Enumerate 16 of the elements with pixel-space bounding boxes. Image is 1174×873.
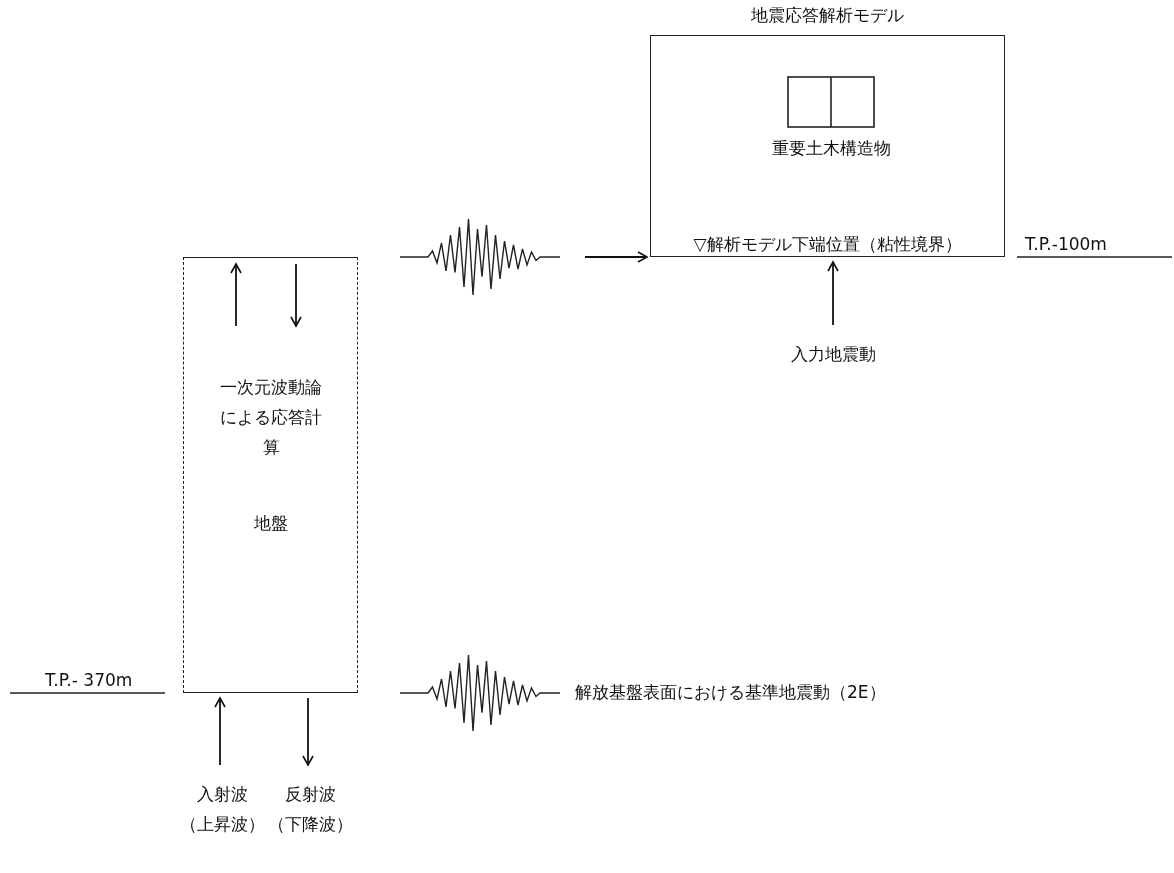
elevation-label: T.P.-100m	[1025, 234, 1107, 255]
model-title: 地震応答解析モデル	[750, 5, 905, 26]
arrow	[302, 697, 314, 766]
method-label: 一次元波動論による応答計算	[219, 376, 323, 459]
ground-column	[183, 257, 358, 693]
wave-label: 解放基盤表面における基準地震動（2E）	[575, 682, 886, 703]
input-motion-label: 入力地震動	[783, 340, 883, 370]
wave-type-label: 反射波（下降波）	[267, 780, 353, 842]
elevation-label: T.P.- 370m	[45, 670, 133, 691]
ground-label: 地盤	[252, 513, 289, 534]
structure-label: 重要土木構造物	[770, 138, 892, 159]
boundary-label: ▽解析モデル下端位置（粘性境界）	[692, 233, 963, 254]
wave-type-label: 入射波（上昇波）	[179, 780, 265, 842]
arrow	[827, 261, 839, 326]
arrow	[584, 251, 648, 263]
arrow	[214, 697, 226, 766]
